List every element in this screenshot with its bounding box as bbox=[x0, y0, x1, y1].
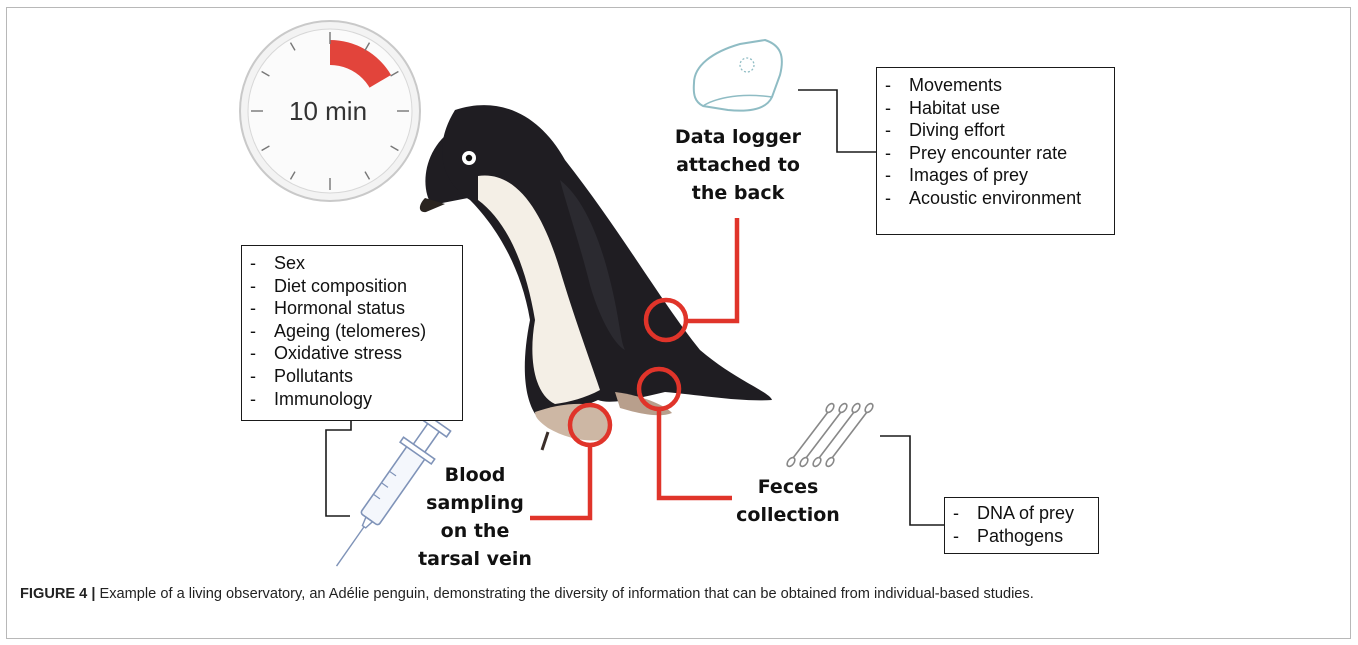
syringe-icon bbox=[335, 411, 452, 567]
data-logger-icon bbox=[692, 38, 783, 112]
blood-method-label: Blood sampling on the tarsal vein bbox=[418, 464, 532, 570]
figure-frame bbox=[6, 7, 1351, 639]
list-item: -DNA of prey bbox=[953, 503, 1075, 523]
list-item: -Pathogens bbox=[953, 525, 1064, 546]
list-item: -Prey encounter rate bbox=[885, 142, 1068, 163]
callout-lines bbox=[530, 218, 740, 521]
figure-number: FIGURE 4 | bbox=[20, 586, 96, 602]
list-item: -Oxidative stress bbox=[250, 343, 403, 364]
list-item: -Diving effort bbox=[885, 120, 1005, 141]
logger-method-label: Data logger attached to the back bbox=[674, 126, 802, 204]
list-item: -Ageing (telomeres) bbox=[250, 320, 427, 341]
timer-icon bbox=[239, 20, 421, 202]
list-item: -Movements bbox=[885, 75, 1003, 95]
list-item: -Pollutants bbox=[250, 365, 354, 386]
list-item: -Immunology bbox=[250, 388, 373, 409]
list-item: -Diet composition bbox=[250, 275, 408, 296]
figure-caption: FIGURE 4 | Example of a living observato… bbox=[20, 586, 1034, 602]
connector-lines bbox=[325, 89, 944, 526]
blood-outcomes-box: -Sex -Diet composition -Hormonal status … bbox=[241, 245, 463, 421]
penguin-illustration bbox=[419, 105, 772, 451]
list-item: -Acoustic environment bbox=[885, 187, 1082, 208]
swabs-icon bbox=[786, 402, 874, 468]
feces-method-label: Feces collection bbox=[736, 476, 840, 526]
list-item: -Hormonal status bbox=[250, 298, 406, 319]
list-item: -Habitat use bbox=[885, 97, 1001, 118]
logger-outcomes-box: -Movements -Habitat use -Diving effort -… bbox=[876, 67, 1115, 235]
timer-label: 10 min bbox=[289, 96, 368, 126]
feces-outcomes-box: -DNA of prey -Pathogens bbox=[944, 497, 1099, 554]
caption-text: Example of a living observatory, an Adél… bbox=[95, 586, 1034, 602]
list-item: -Sex bbox=[250, 253, 306, 273]
list-item: -Images of prey bbox=[885, 165, 1029, 186]
